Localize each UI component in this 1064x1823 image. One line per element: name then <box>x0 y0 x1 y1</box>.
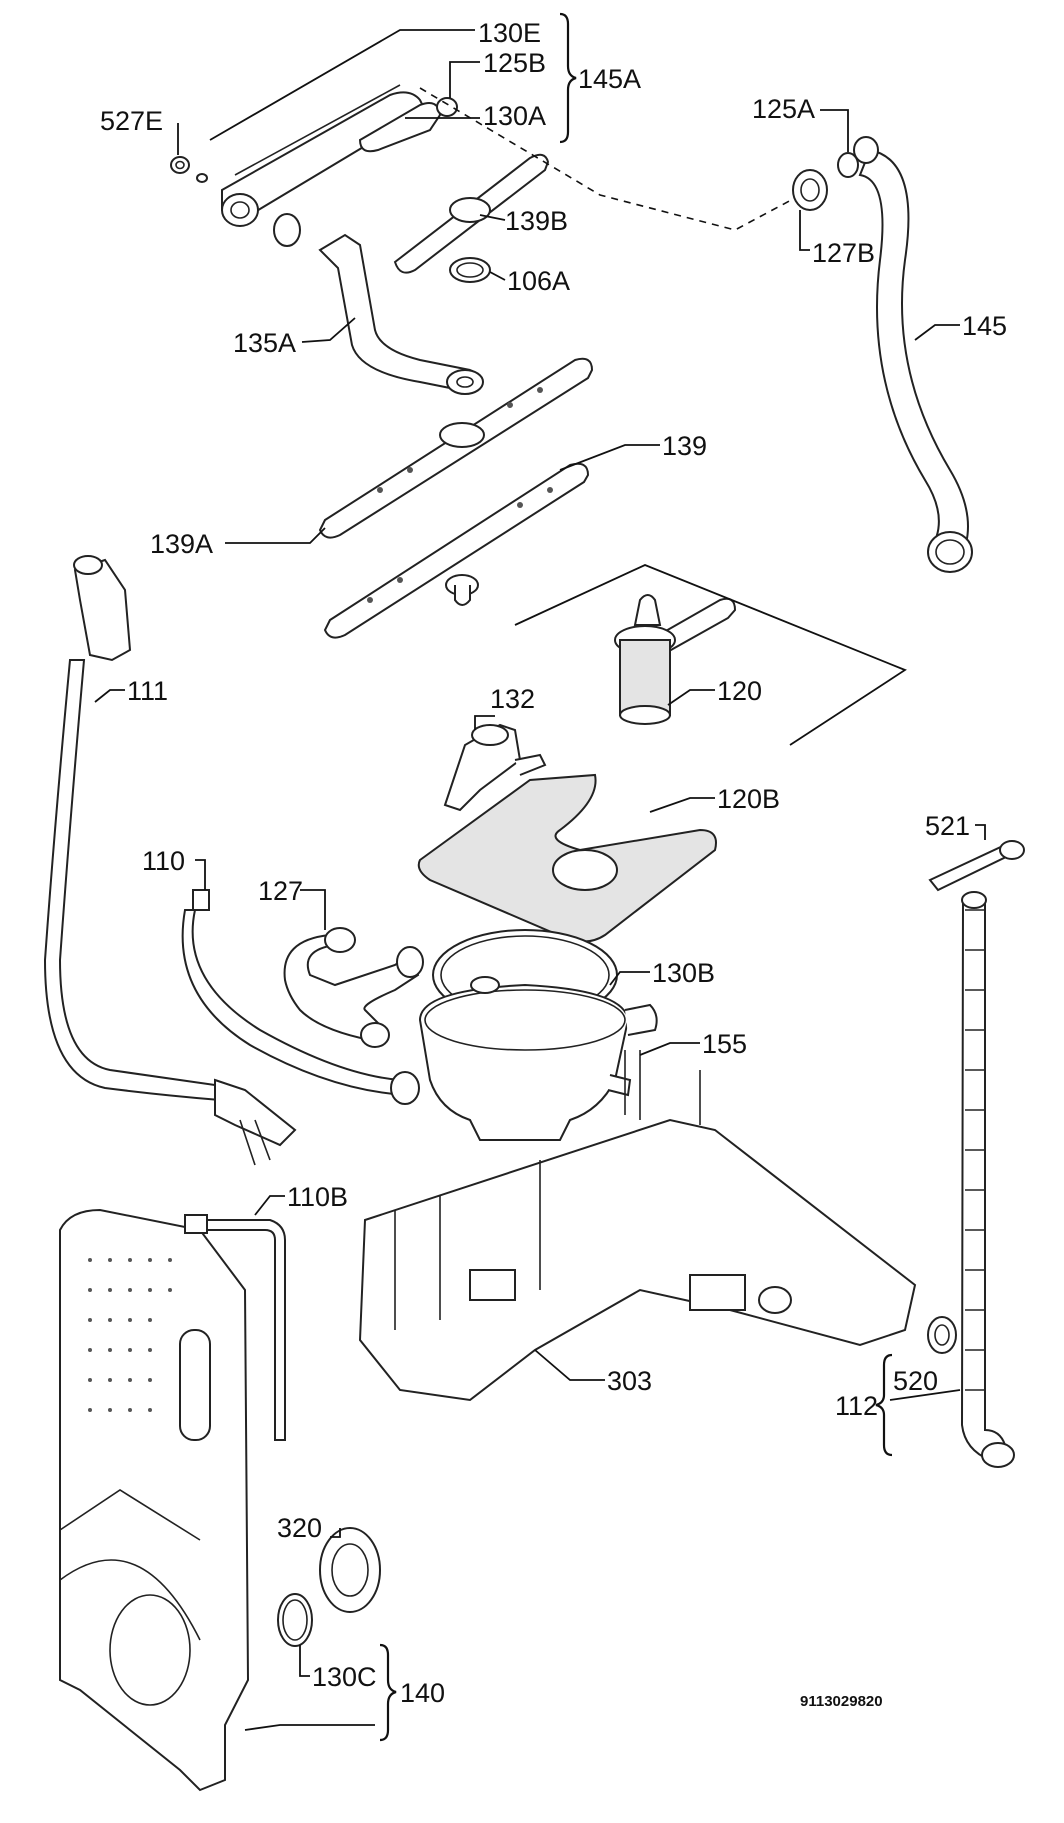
label-110b: 110B <box>287 1182 348 1212</box>
label-130b: 130B <box>652 958 715 988</box>
leader-lines <box>94 29 986 1731</box>
upper-spray-pipe-130e <box>221 84 427 227</box>
brace-140 <box>379 1643 397 1742</box>
ring-106a <box>449 257 491 283</box>
seal-320 <box>319 1527 381 1613</box>
circulation-hose-145 <box>853 136 973 573</box>
filter-frame-line <box>514 564 907 746</box>
nut-527e <box>170 156 208 183</box>
sump-155 <box>418 976 658 1141</box>
label-140: 140 <box>400 1678 445 1708</box>
label-130a: 130A <box>483 101 546 131</box>
label-155: 155 <box>702 1029 747 1059</box>
label-110: 110 <box>142 846 185 876</box>
spray-arm-pipe-135a <box>318 233 484 395</box>
label-139b: 139B <box>505 206 568 236</box>
grille-holes <box>88 1258 172 1412</box>
label-132: 132 <box>490 684 535 714</box>
nut-127b <box>792 169 828 211</box>
label-127: 127 <box>258 876 303 906</box>
oring-125b <box>436 97 458 117</box>
label-125b: 125B <box>483 48 546 78</box>
label-527e: 527E <box>100 106 163 136</box>
strap-521 <box>928 840 1025 892</box>
label-112: 112 <box>835 1391 878 1421</box>
hose-110 <box>181 889 420 1105</box>
label-145: 145 <box>962 311 1007 341</box>
label-120: 120 <box>717 676 762 706</box>
label-521: 521 <box>925 811 970 841</box>
hose-127 <box>283 927 424 1048</box>
label-130e: 130E <box>478 18 541 48</box>
label-520: 520 <box>893 1366 938 1396</box>
brace-145a <box>559 12 577 144</box>
brace-112 <box>875 1353 893 1457</box>
filter-120 <box>614 594 737 725</box>
label-135a: 135A <box>233 328 296 358</box>
upper-spray-arm-139b <box>393 153 550 274</box>
connector-132 <box>443 723 547 812</box>
label-125a: 125A <box>752 94 815 124</box>
label-139a: 139A <box>150 529 213 559</box>
gasket-130c <box>277 1593 313 1647</box>
lower-spray-arm-139 <box>323 462 590 639</box>
label-130c: 130C <box>312 1662 377 1692</box>
label-127b: 127B <box>812 238 875 268</box>
label-139: 139 <box>662 431 707 461</box>
part-labels: 130E 125B 145A 130A 527E 125A 139B 127B … <box>100 18 1007 1710</box>
side-panel-140 <box>59 1208 286 1792</box>
base-tray-303 <box>358 1050 917 1402</box>
clamp-520 <box>927 1316 957 1354</box>
lower-spray-arm-139a <box>318 357 594 539</box>
spray-pipe-nozzle-130a <box>358 102 442 153</box>
assembly-dashed-line <box>419 87 811 231</box>
label-106a: 106A <box>507 266 570 296</box>
oring-125a <box>837 152 859 178</box>
micro-filter-plate-120b <box>417 773 717 943</box>
label-320: 320 <box>277 1513 322 1543</box>
label-120b: 120B <box>717 784 780 814</box>
document-number: 9113029820 <box>800 1693 883 1710</box>
inlet-hose-111 <box>43 555 297 1166</box>
oring-small-left <box>273 213 301 247</box>
label-303: 303 <box>607 1366 652 1396</box>
label-145a: 145A <box>578 64 641 94</box>
drain-hose-112 <box>960 891 1015 1468</box>
label-111: 111 <box>127 676 168 706</box>
